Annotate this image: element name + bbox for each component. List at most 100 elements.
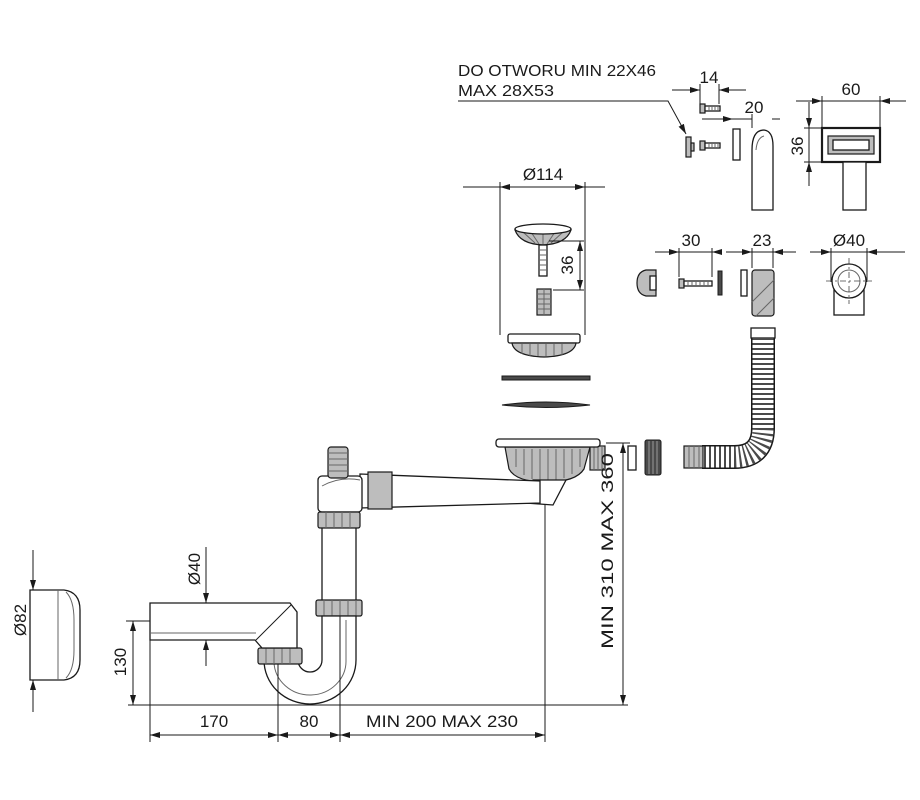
connector-screw-head	[678, 278, 685, 289]
outlet-pipe-body	[149, 602, 298, 649]
strainer-body-rim	[507, 333, 581, 344]
strainer-body-lower	[507, 333, 581, 358]
strainer-basket	[514, 223, 572, 316]
hose-top-cuff	[750, 327, 776, 339]
dim-trap-offset: MIN 200 MAX 230	[340, 712, 545, 738]
dim-strainer-diameter: Ø114	[463, 165, 605, 335]
dim-170-label: 170	[200, 712, 228, 731]
dim-connector-elbow-depth: 23	[726, 231, 796, 268]
upper-nut-ribs	[325, 512, 351, 528]
dim-60-label: 60	[842, 80, 861, 99]
hose-nut-ribs	[648, 441, 658, 474]
dim-trap-width: 80	[278, 712, 340, 738]
dim-82-label: Ø82	[11, 604, 30, 636]
dim-overflow-screw-length: 14	[672, 68, 746, 104]
hose-barb-ridges	[328, 452, 348, 472]
dim-connector-screw-length: 30	[655, 231, 722, 277]
dim-outlet-length: 170	[150, 712, 278, 738]
hose-washer	[627, 445, 637, 471]
strainer-flange	[495, 438, 601, 448]
bolt-thread	[708, 106, 719, 111]
basket-disc	[514, 223, 572, 235]
horizontal-pipe	[359, 471, 541, 510]
strainer-body-ribs	[521, 344, 563, 356]
basket-stem-thread	[539, 249, 547, 271]
dim-overflow-box-width: 60	[796, 80, 906, 128]
connector-kit	[636, 258, 872, 317]
connector-screw-thread	[687, 281, 709, 286]
connector-elbow-edge	[751, 279, 775, 317]
tee-joint	[321, 478, 361, 487]
trap-nut-ribs	[265, 648, 291, 664]
overflow-note-line2: MAX 28X53	[458, 83, 554, 100]
overflow-cover-edge	[755, 135, 765, 151]
bolt-thread	[708, 143, 719, 148]
hose-barb	[327, 446, 349, 479]
overflow-bolt-top	[699, 103, 721, 114]
bolt-head	[699, 103, 706, 114]
dim-14-label: 14	[700, 68, 719, 87]
sink-strainer	[495, 438, 606, 506]
dim-20-label: 20	[745, 98, 764, 117]
flexible-hose	[683, 327, 776, 469]
bottom-extension-lines	[149, 505, 546, 742]
outlet-cap	[29, 589, 81, 681]
basket-ribs	[522, 231, 564, 245]
dim-strainer-plug-height: 36	[549, 240, 584, 291]
hose-end-ribs	[688, 446, 700, 468]
hose-corrugation	[702, 338, 774, 468]
connector-screw-shaft	[683, 280, 713, 287]
strainer-body-bowl	[511, 342, 577, 358]
overflow-note-line1: DO OTWORU MIN 22X46	[458, 63, 656, 80]
bolt-head	[699, 140, 706, 151]
outlet-pipe-joint	[255, 604, 292, 641]
overflow-plate-lip	[690, 142, 695, 152]
dim-outlet-pipe-diameter: Ø40	[185, 547, 209, 666]
lower-nut-ribs	[323, 600, 357, 616]
dim-overflow-cover-depth: 20	[702, 98, 780, 128]
outlet-cap-body	[29, 589, 81, 681]
dim-40-outlet-label: Ø40	[185, 553, 204, 585]
dim-130-label: 130	[111, 648, 130, 676]
trap-nut	[257, 647, 303, 665]
horizontal-pipe-collar	[367, 471, 393, 510]
dim-outlet-height: 130	[111, 620, 150, 705]
lower-nut	[315, 599, 363, 617]
connector-knob-insert	[649, 275, 657, 291]
dim-310-360-label: MIN 310 MAX 360	[598, 453, 617, 649]
dim-36-plug-label: 36	[558, 256, 577, 275]
connector-washer	[740, 269, 748, 297]
outlet-pipe	[149, 602, 298, 649]
vertical-pipe	[315, 446, 363, 617]
gasket-seal	[501, 401, 591, 408]
hose-body	[702, 338, 774, 468]
overflow-note: DO OTWORU MIN 22X46 MAX 28X53	[458, 63, 687, 135]
dim-outlet-cap-diameter: Ø82	[11, 550, 36, 712]
overflow-bolt-bottom	[699, 140, 721, 151]
connector-elbow	[751, 269, 775, 317]
dim-200-230-label: MIN 200 MAX 230	[366, 712, 518, 731]
overflow-kit	[685, 103, 774, 211]
plug-insert-ribs	[537, 289, 551, 315]
tee-body	[317, 475, 363, 513]
dim-36-box-label: 36	[788, 137, 807, 156]
overflow-box	[820, 126, 882, 211]
dim-23-label: 23	[753, 231, 772, 250]
connector-disk	[717, 270, 723, 296]
dim-40-connector-label: Ø40	[833, 231, 865, 250]
dim-80-label: 80	[300, 712, 319, 731]
u-bend	[257, 615, 357, 705]
overflow-note-leader	[458, 100, 687, 135]
overflow-gasket	[732, 128, 741, 161]
overflow-box-slot-inner	[832, 139, 870, 151]
dim-trap-height: MIN 310 MAX 360	[598, 442, 630, 705]
overflow-cover	[751, 129, 774, 211]
dim-30-label: 30	[682, 231, 701, 250]
u-bend-body	[263, 615, 357, 705]
overflow-box-tube	[842, 161, 867, 211]
dim-connector-diameter: Ø40	[810, 231, 905, 282]
strainer-spigot-thread	[593, 446, 603, 470]
dim-overflow-box-height: 36	[788, 102, 822, 186]
